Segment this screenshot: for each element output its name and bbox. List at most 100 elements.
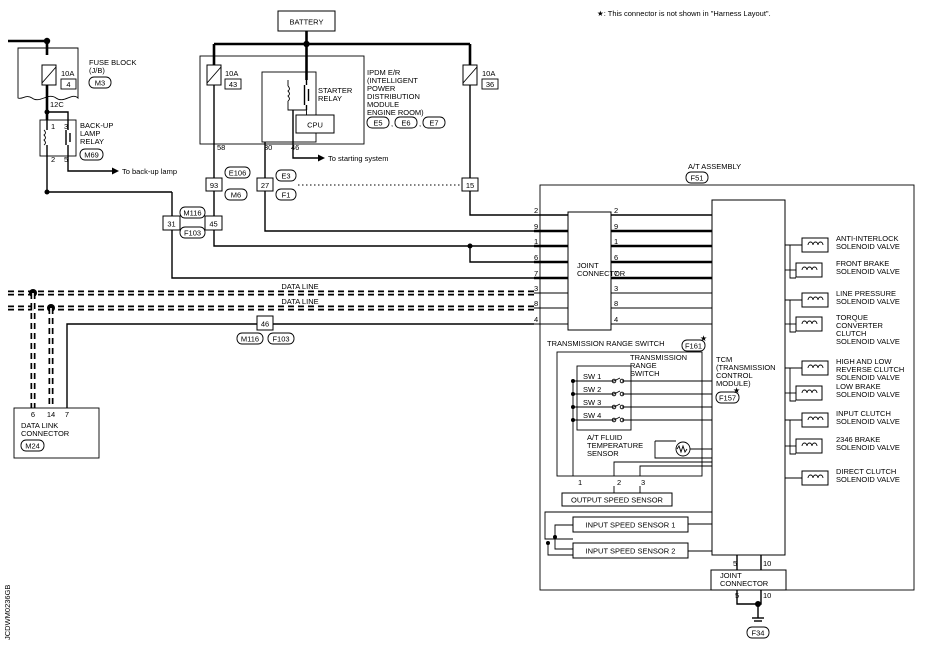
svg-text:M116: M116	[183, 209, 201, 218]
solenoid-label: SOLENOID VALVE	[836, 417, 900, 426]
input-speed-sensor-2-box	[572, 542, 689, 559]
connector-m24	[20, 439, 45, 452]
joint-connector-2-label: JOINT	[720, 571, 742, 580]
svg-text:M69: M69	[84, 151, 99, 160]
svg-text:6: 6	[31, 410, 35, 419]
svg-text:(TRANSMISSION: (TRANSMISSION	[716, 363, 776, 372]
svg-text:45: 45	[209, 220, 217, 229]
output-speed-sensor-box	[561, 492, 673, 507]
svg-text:10: 10	[763, 591, 771, 600]
solenoid-coil-icon	[795, 316, 823, 332]
svg-text:2: 2	[534, 206, 538, 215]
thermistor-icon	[675, 441, 691, 457]
svg-text:7: 7	[534, 269, 538, 278]
svg-text:E3: E3	[281, 172, 290, 181]
svg-text:F51: F51	[691, 174, 704, 183]
svg-text:SWITCH: SWITCH	[630, 369, 660, 378]
connector-m116	[179, 206, 206, 219]
svg-text:E6: E6	[401, 119, 410, 128]
solenoid-label: SOLENOID VALVE	[836, 390, 900, 399]
input-speed-sensor-1-box	[572, 516, 689, 533]
svg-text:MODULE: MODULE	[367, 100, 399, 109]
svg-text:8: 8	[534, 299, 538, 308]
joint-connector-2-box	[710, 569, 787, 591]
starter-relay-box	[261, 71, 317, 143]
svg-text:M116: M116	[241, 335, 259, 344]
svg-text:58: 58	[217, 143, 225, 152]
svg-text:RELAY: RELAY	[80, 137, 104, 146]
solenoid-label: SOLENOID VALVE	[836, 475, 900, 484]
svg-text:1: 1	[614, 237, 618, 246]
connector-e5	[366, 116, 390, 129]
svg-text:14: 14	[47, 410, 55, 419]
arrow-right-icon	[112, 167, 119, 175]
svg-text:2: 2	[614, 206, 618, 215]
svg-text:6: 6	[534, 253, 538, 262]
svg-text:F103: F103	[184, 229, 201, 238]
svg-text:2: 2	[617, 478, 621, 487]
solenoid-coil-icon	[801, 292, 829, 308]
connector-m116-b	[236, 332, 264, 345]
svg-text:9: 9	[614, 222, 618, 231]
trs-outer-box	[556, 351, 703, 477]
svg-text:93: 93	[210, 181, 218, 190]
connector-e3	[275, 169, 297, 182]
svg-text:M3: M3	[95, 79, 105, 88]
to-backup-lamp: To back-up lamp	[122, 167, 177, 176]
svg-text:10A: 10A	[225, 69, 238, 78]
solenoid-label: DIRECT CLUTCH	[836, 467, 896, 476]
arrow-right-icon	[318, 154, 325, 162]
fluid-temp-label: A/T FLUID	[587, 433, 623, 442]
fuse-block-title: FUSE BLOCK	[89, 58, 137, 67]
to-starting-system: To starting system	[328, 154, 388, 163]
svg-text:CONTROL: CONTROL	[716, 371, 753, 380]
svg-text:4: 4	[534, 315, 538, 324]
svg-text:F103: F103	[272, 335, 289, 344]
svg-text:10: 10	[763, 559, 771, 568]
svg-text:,: ,	[391, 119, 393, 128]
svg-text:3: 3	[64, 122, 68, 131]
backup-relay-box	[39, 119, 77, 157]
solenoid-label: FRONT BRAKE	[836, 259, 889, 268]
solenoid-label: 2346 BRAKE	[836, 435, 880, 444]
at-assembly-title: A/T ASSEMBLY	[688, 162, 741, 171]
solenoid-label: CONVERTER	[836, 321, 884, 330]
solenoid-coil-icon	[801, 360, 829, 376]
solenoid-coil-icon	[795, 438, 823, 454]
svg-text:5: 5	[733, 559, 737, 568]
solenoid-label: HIGH AND LOW	[836, 357, 892, 366]
svg-text:★: ★	[733, 386, 740, 395]
trs-switch-box	[576, 365, 632, 431]
svg-text:(J/B): (J/B)	[89, 66, 105, 75]
svg-text:5: 5	[735, 591, 739, 600]
svg-text:3: 3	[534, 284, 538, 293]
solenoid-label: SOLENOID VALVE	[836, 337, 900, 346]
harness-note: ★: This connector is not shown in "Harne…	[597, 9, 771, 18]
solenoid-label: SOLENOID VALVE	[836, 267, 900, 276]
connector-e6	[394, 116, 418, 129]
svg-text:M6: M6	[231, 191, 241, 200]
tcm-box	[711, 199, 786, 556]
pin-45	[204, 215, 223, 231]
svg-text:46: 46	[291, 143, 299, 152]
svg-text:F1: F1	[282, 191, 291, 200]
data-link-connector-title: DATA LINK	[21, 421, 58, 430]
svg-text:43: 43	[229, 80, 237, 89]
trs-switch-label: SW 3	[583, 398, 601, 407]
svg-text:1: 1	[578, 478, 582, 487]
svg-text:4: 4	[614, 315, 618, 324]
solenoid-label: SOLENOID VALVE	[836, 373, 900, 382]
connector-f157	[715, 391, 740, 404]
solenoid-coil-icon	[801, 412, 829, 428]
svg-text:15: 15	[466, 181, 474, 190]
svg-text:36: 36	[486, 80, 494, 89]
ground-icon	[752, 617, 764, 622]
joint-connector-box	[567, 211, 612, 331]
solenoid-coil-icon	[801, 237, 829, 253]
svg-text:OUTPUT SPEED SENSOR: OUTPUT SPEED SENSOR	[571, 496, 664, 505]
svg-text:31: 31	[167, 220, 175, 229]
connector-m6	[224, 188, 248, 201]
svg-text:E5: E5	[373, 119, 382, 128]
solenoid-label: REVERSE CLUTCH	[836, 365, 904, 374]
